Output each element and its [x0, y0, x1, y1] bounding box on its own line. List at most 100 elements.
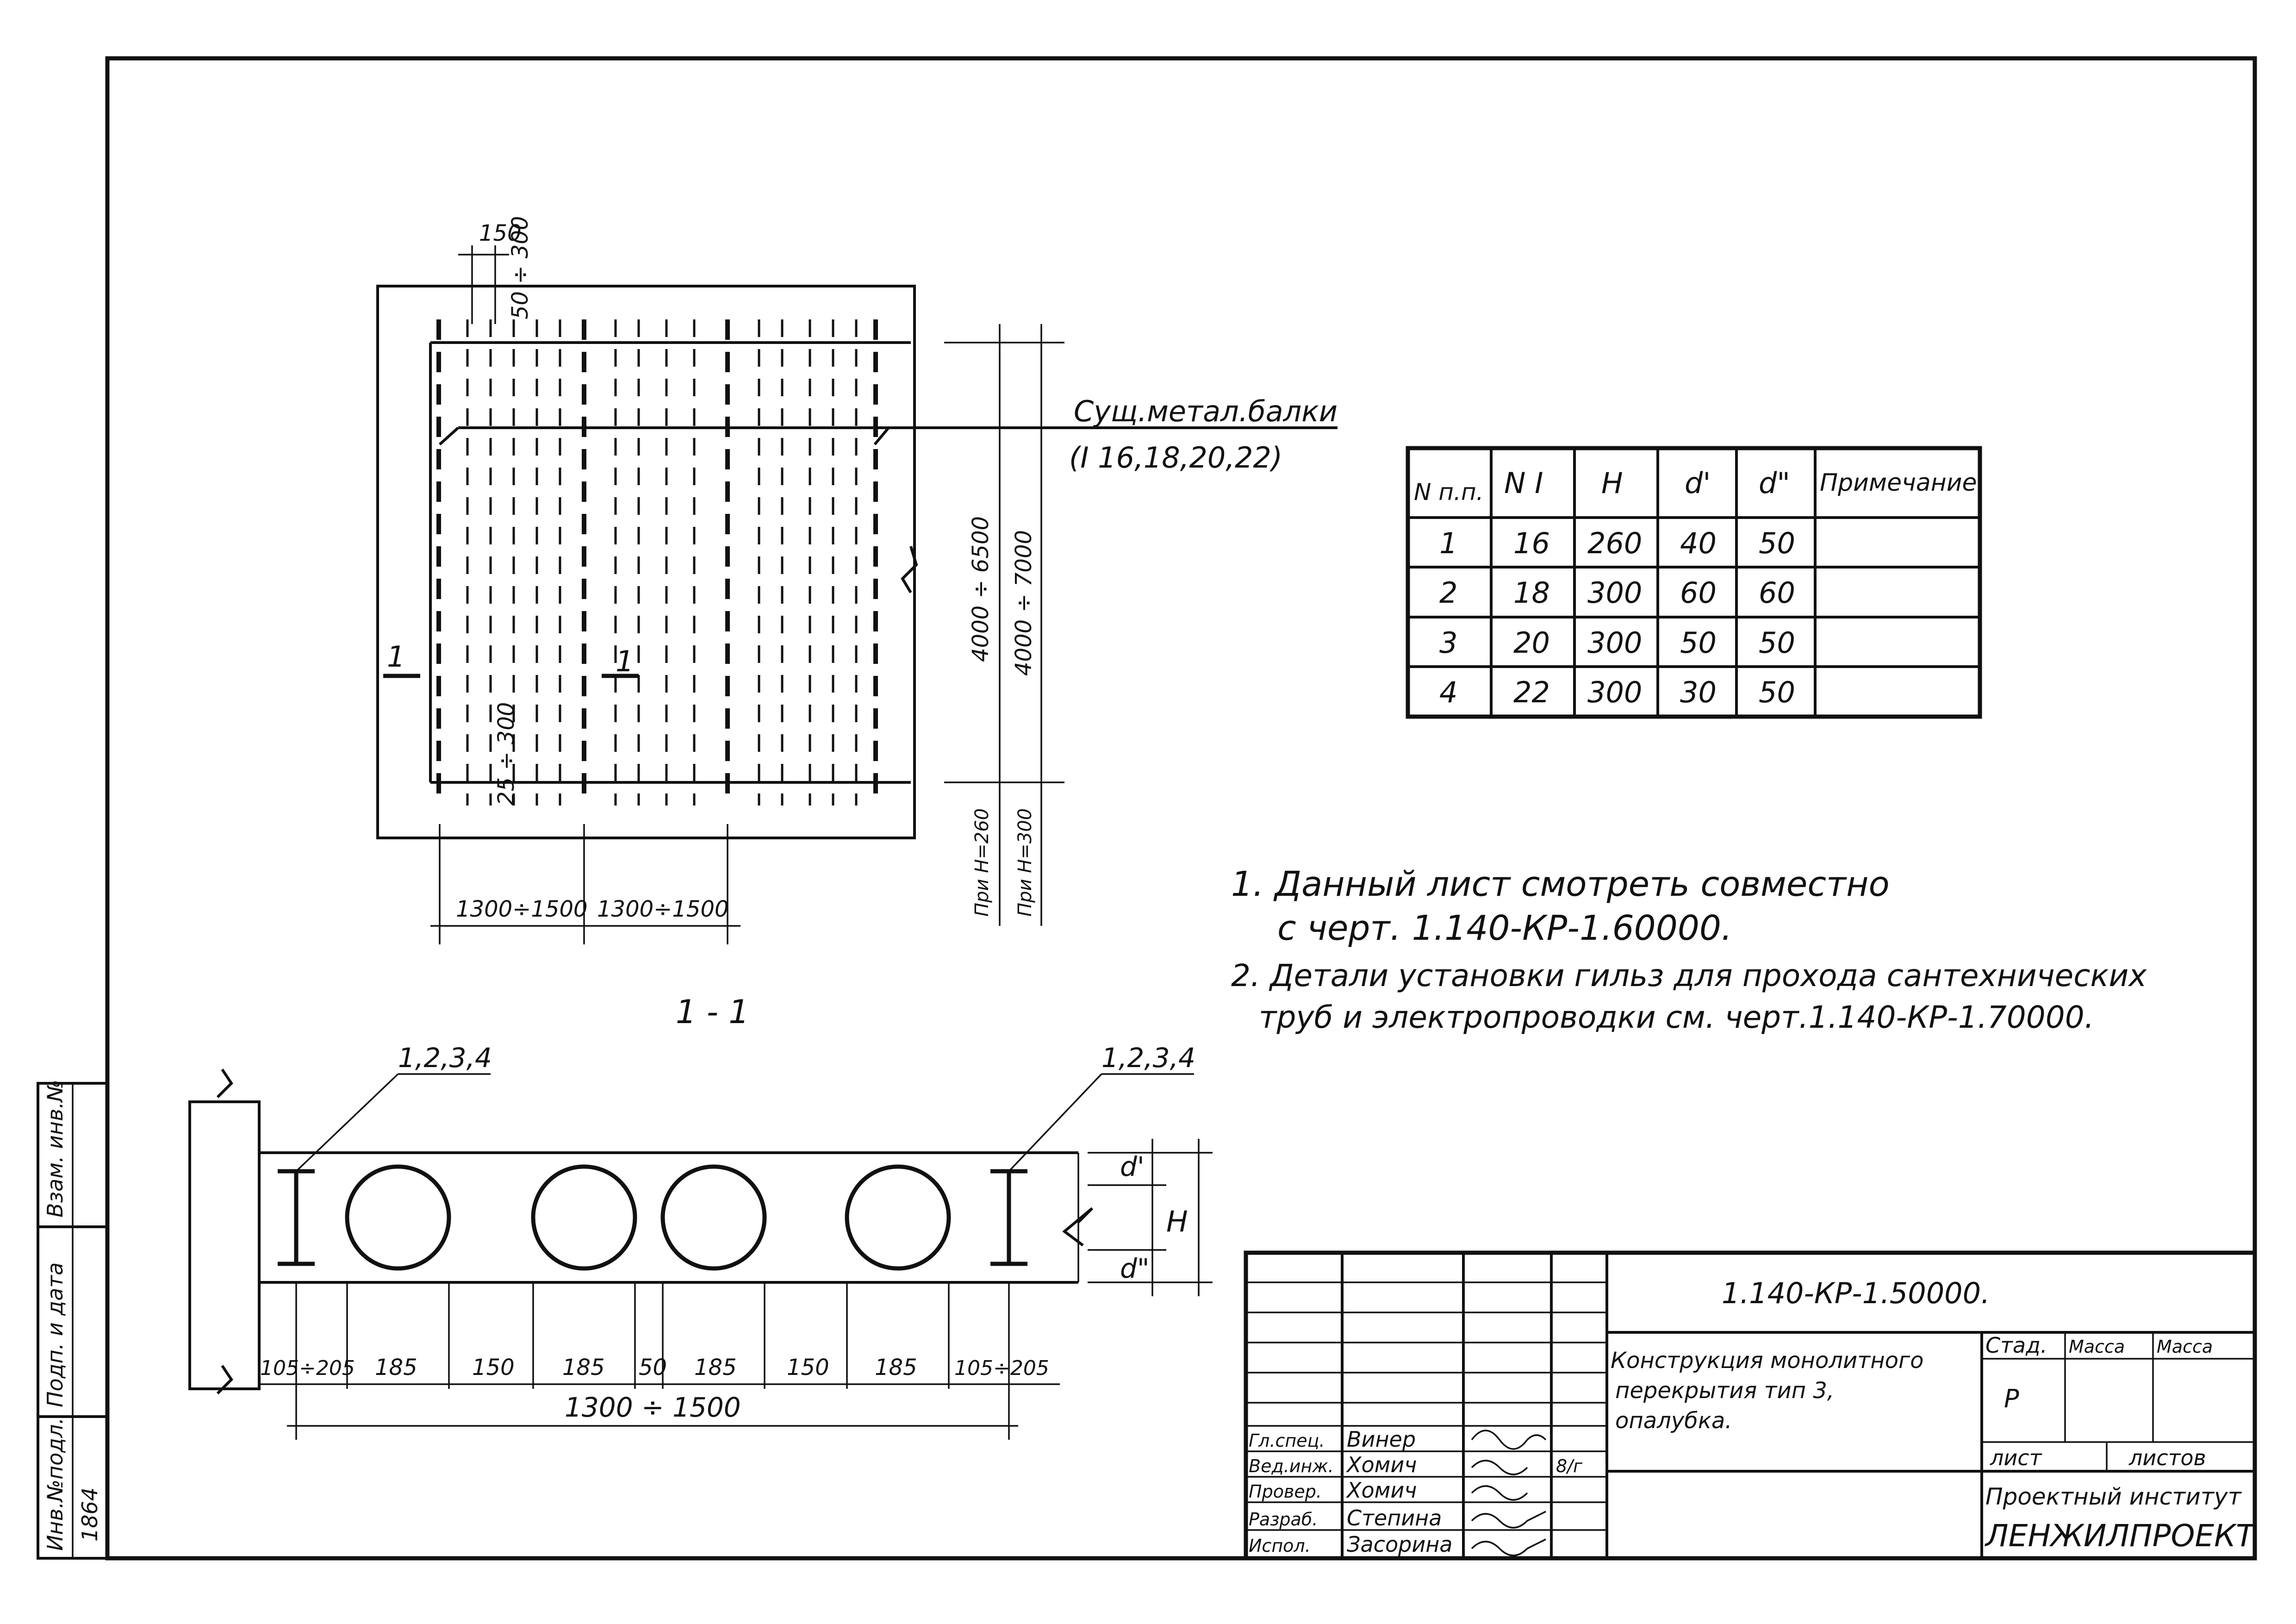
signatory-name: Винер: [1347, 1427, 1416, 1452]
beam-table: N п.п. N I H d' d" Примечание 1 16 260 4…: [1406, 446, 1982, 719]
stage-label: Стад.: [1985, 1333, 2047, 1358]
h-note-1: При H=260: [971, 808, 993, 917]
signature-mark: [1471, 1460, 1528, 1475]
top-dim-2: 50 ÷ 300: [507, 216, 533, 319]
note-1b: с черт. 1.140-КР-1.60000.: [1277, 908, 1732, 948]
section-dim: 150: [472, 1355, 515, 1380]
stamp-inv-original: Инв.№подл.: [43, 1418, 68, 1551]
signatory-name: Хомич: [1346, 1478, 1417, 1503]
h-note-2: При H=300: [1014, 808, 1036, 917]
table-cell: 300: [1587, 626, 1642, 660]
section-dim: 185: [375, 1355, 417, 1380]
section-title: 1 - 1: [676, 993, 749, 1031]
signatory-role: Разраб.: [1249, 1509, 1318, 1530]
i-beam-right: [990, 1169, 1027, 1266]
stamp-sign-date: Подп. и дата: [43, 1262, 68, 1407]
callout-right: 1,2,3,4: [1101, 1042, 1195, 1074]
section-view: 1 - 1 1,2,3,4 1,2,3,4: [188, 993, 1213, 1440]
doc-title-line: опалубка.: [1615, 1408, 1732, 1434]
pipe-void: [845, 1164, 951, 1271]
table-cell: 40: [1680, 526, 1717, 560]
overall-dim: 1300 ÷ 1500: [565, 1392, 741, 1423]
table-cell: 20: [1513, 626, 1550, 660]
signatory-role: Вед.инж.: [1249, 1456, 1334, 1476]
note-2a: 2. Детали установки гильз для прохода са…: [1231, 958, 2147, 993]
table-cell: 2: [1439, 576, 1457, 610]
signature-mark: [1471, 1511, 1546, 1529]
pipe-void: [660, 1164, 767, 1271]
label-h: H: [1166, 1205, 1188, 1238]
side-stamp: Взам. инв.№ Подп. и дата Инв.№подл. 1864: [37, 1080, 109, 1560]
section-dim: 185: [694, 1355, 737, 1380]
table-cell: 30: [1680, 675, 1717, 709]
signature-mark: [1471, 1538, 1546, 1556]
table-cell: 16: [1513, 526, 1550, 560]
note-1a: 1. Данный лист смотреть совместно: [1231, 864, 1890, 904]
org-line-2: ЛЕНЖИЛПРОЕКТ: [1985, 1518, 2257, 1554]
table-cell: 3: [1439, 626, 1457, 660]
signature-mark: [1471, 1485, 1528, 1501]
label-d2: d": [1120, 1253, 1150, 1284]
doc-code: 1.140-КР-1.50000.: [1722, 1276, 1990, 1310]
pipe-void: [345, 1164, 451, 1271]
section-dim: 150: [787, 1355, 829, 1380]
note-2b: труб и электропроводки см. черт.1.140-КР…: [1259, 999, 2094, 1035]
table-cell: 50: [1680, 626, 1717, 660]
plan-view: 1 1 150 50 ÷ 300 25 ÷ 300 1300÷1500 1300…: [376, 216, 1338, 944]
table-header: H: [1601, 466, 1623, 500]
signature-mark: [1471, 1430, 1547, 1450]
top-dim-1: 150: [479, 220, 522, 246]
mass-label-1: Масса: [2069, 1337, 2125, 1357]
section-dim: 185: [562, 1355, 605, 1380]
span-dim-2: 1300÷1500: [597, 896, 729, 922]
notes: 1. Данный лист смотреть совместно с черт…: [1231, 864, 2147, 1035]
height-dim-1: 4000 ÷ 6500: [968, 516, 994, 662]
section-dim: 185: [875, 1355, 917, 1380]
table-cell: 50: [1759, 526, 1795, 560]
center-mark: 1: [616, 644, 634, 678]
table-cell: 60: [1680, 576, 1717, 610]
beam-types: (I 16,18,20,22): [1069, 441, 1282, 475]
section-dim: 105÷205: [954, 1356, 1049, 1380]
signatory-role: Испол.: [1249, 1536, 1311, 1556]
title-block: 1.140-КР-1.50000. Конструкция монолитног…: [1244, 1250, 2257, 1561]
table-header: Примечание: [1820, 469, 1977, 497]
table-cell: 1: [1439, 526, 1457, 560]
sheet-label: лист: [1990, 1445, 2042, 1470]
date-mark: 8/г: [1556, 1456, 1583, 1476]
stage-value: Р: [2004, 1384, 2019, 1413]
signatory-name: Хомич: [1346, 1452, 1417, 1477]
span-dim-1: 1300÷1500: [456, 896, 588, 922]
org-line-1: Проектный институт: [1985, 1483, 2242, 1510]
label-d1: d': [1120, 1151, 1145, 1182]
mass-label-2: Масса: [2157, 1337, 2213, 1357]
pipe-void: [531, 1164, 637, 1271]
table-cell: 50: [1759, 675, 1795, 709]
table-cell: 300: [1587, 576, 1642, 610]
doc-title-line: перекрытия тип 3,: [1615, 1378, 1834, 1404]
table-cell: 300: [1587, 675, 1642, 709]
table-header: N I: [1504, 466, 1543, 500]
table-cell: 4: [1439, 675, 1457, 709]
table-cell: 260: [1587, 526, 1642, 560]
stamp-replace-inv: Взам. инв.№: [43, 1080, 68, 1218]
signatory-role: Гл.спец.: [1249, 1430, 1325, 1451]
signatory-role: Провер.: [1249, 1481, 1322, 1502]
height-dim-2: 4000 ÷ 7000: [1011, 530, 1037, 676]
callout-left: 1,2,3,4: [398, 1042, 492, 1074]
beam-label: Сущ.метал.балки: [1074, 394, 1338, 428]
i-beam-left: [278, 1169, 315, 1266]
sheet-frame: [105, 56, 2257, 1561]
table-cell: 60: [1759, 576, 1795, 610]
stamp-inv-value: 1864: [77, 1487, 102, 1542]
section-dim: 105÷205: [260, 1356, 355, 1380]
cut-mark: 1: [387, 640, 405, 674]
table-cell: 18: [1513, 576, 1550, 610]
signatory-name: Степина: [1347, 1505, 1442, 1530]
bottom-dim: 25 ÷ 300: [493, 702, 519, 806]
signatory-name: Засорина: [1347, 1532, 1452, 1557]
sheets-label: листов: [2128, 1445, 2206, 1470]
table-cell: 22: [1513, 675, 1550, 709]
table-header: N п.п.: [1414, 479, 1483, 506]
